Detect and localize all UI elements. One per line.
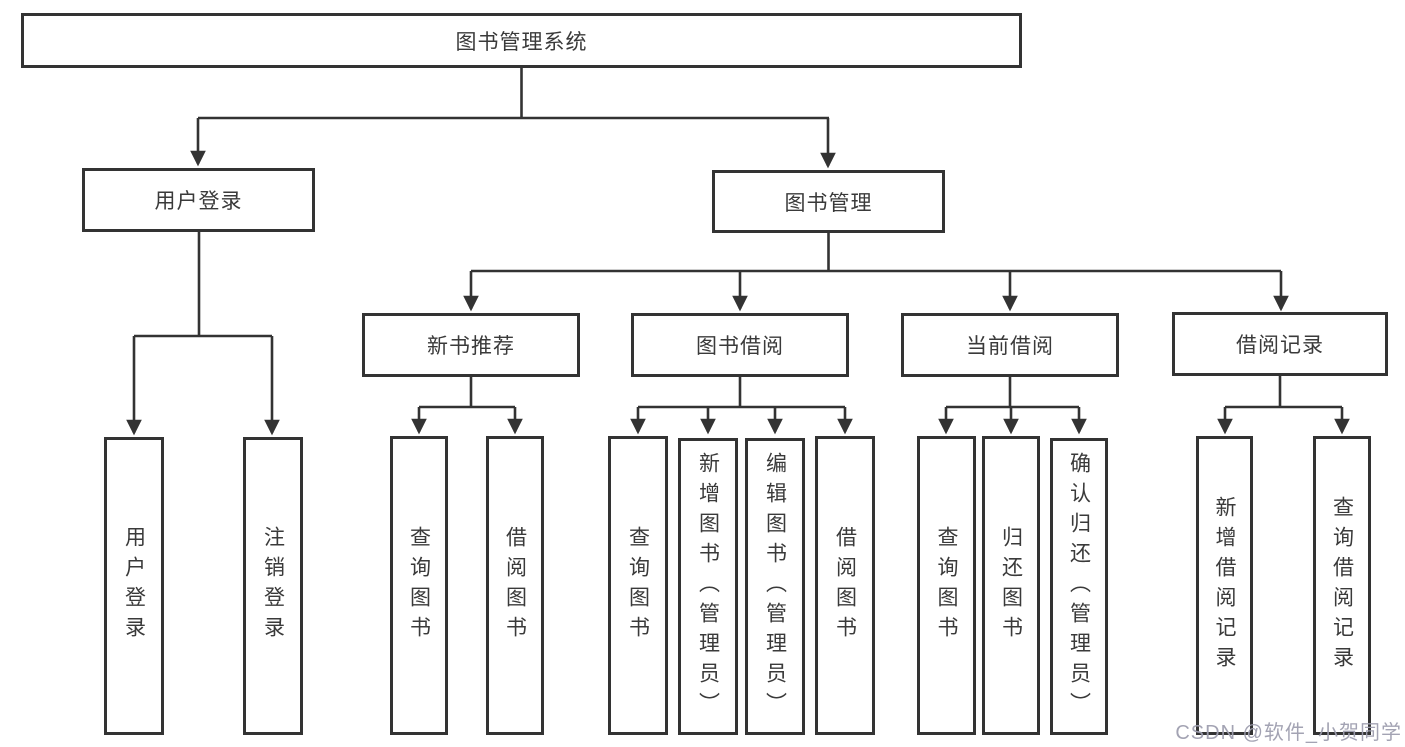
leaf-cb-query-books-label: 查询图书: [935, 525, 958, 646]
leaf-br-add-record-label: 新增借阅记录: [1213, 495, 1236, 676]
node-borrowing-records: 借阅记录: [1172, 312, 1388, 376]
leaf-bb-edit-books-admin-label: 编辑图书（管理员）: [763, 451, 787, 722]
leaf-bb-query-books-label: 查询图书: [626, 525, 650, 646]
node-book-management: 图书管理: [712, 170, 945, 233]
leaf-bb-borrow-books-label: 借阅图书: [833, 525, 857, 646]
node-book-borrowing: 图书借阅: [631, 313, 849, 377]
leaf-nb-borrow-books-label: 借阅图书: [503, 525, 527, 646]
leaf-cb-confirm-return-admin-label: 确认归还（管理员）: [1067, 451, 1091, 722]
leaf-bb-add-books-admin-label: 新增图书（管理员）: [696, 451, 720, 722]
node-library-system: 图书管理系统: [21, 13, 1022, 68]
leaf-cb-confirm-return-admin: 确认归还（管理员）: [1050, 438, 1108, 735]
leaf-cb-return-books: 归还图书: [982, 436, 1040, 735]
node-current-borrowing: 当前借阅: [901, 313, 1119, 377]
node-new-book-recommend: 新书推荐: [362, 313, 580, 377]
leaf-cb-query-books: 查询图书: [917, 436, 976, 735]
leaf-bb-edit-books-admin: 编辑图书（管理员）: [745, 438, 805, 735]
leaf-logout-label: 注销登录: [261, 526, 285, 646]
leaf-nb-borrow-books: 借阅图书: [486, 436, 544, 735]
node-user-login: 用户登录: [82, 168, 315, 232]
leaf-user-login: 用户登录: [104, 437, 164, 735]
leaf-logout: 注销登录: [243, 437, 303, 735]
leaf-bb-query-books: 查询图书: [608, 436, 668, 735]
leaf-br-add-record: 新增借阅记录: [1196, 436, 1253, 735]
leaf-br-query-record: 查询借阅记录: [1313, 436, 1371, 735]
leaf-nb-query-books: 查询图书: [390, 436, 448, 735]
leaf-bb-borrow-books: 借阅图书: [815, 436, 875, 735]
leaf-user-login-label: 用户登录: [122, 526, 146, 646]
csdn-watermark: CSDN @软件_小贺同学: [1175, 722, 1402, 744]
leaf-br-query-record-label: 查询借阅记录: [1330, 495, 1354, 676]
leaf-cb-return-books-label: 归还图书: [999, 525, 1023, 646]
leaf-bb-add-books-admin: 新增图书（管理员）: [678, 438, 738, 735]
leaf-nb-query-books-label: 查询图书: [407, 525, 431, 646]
